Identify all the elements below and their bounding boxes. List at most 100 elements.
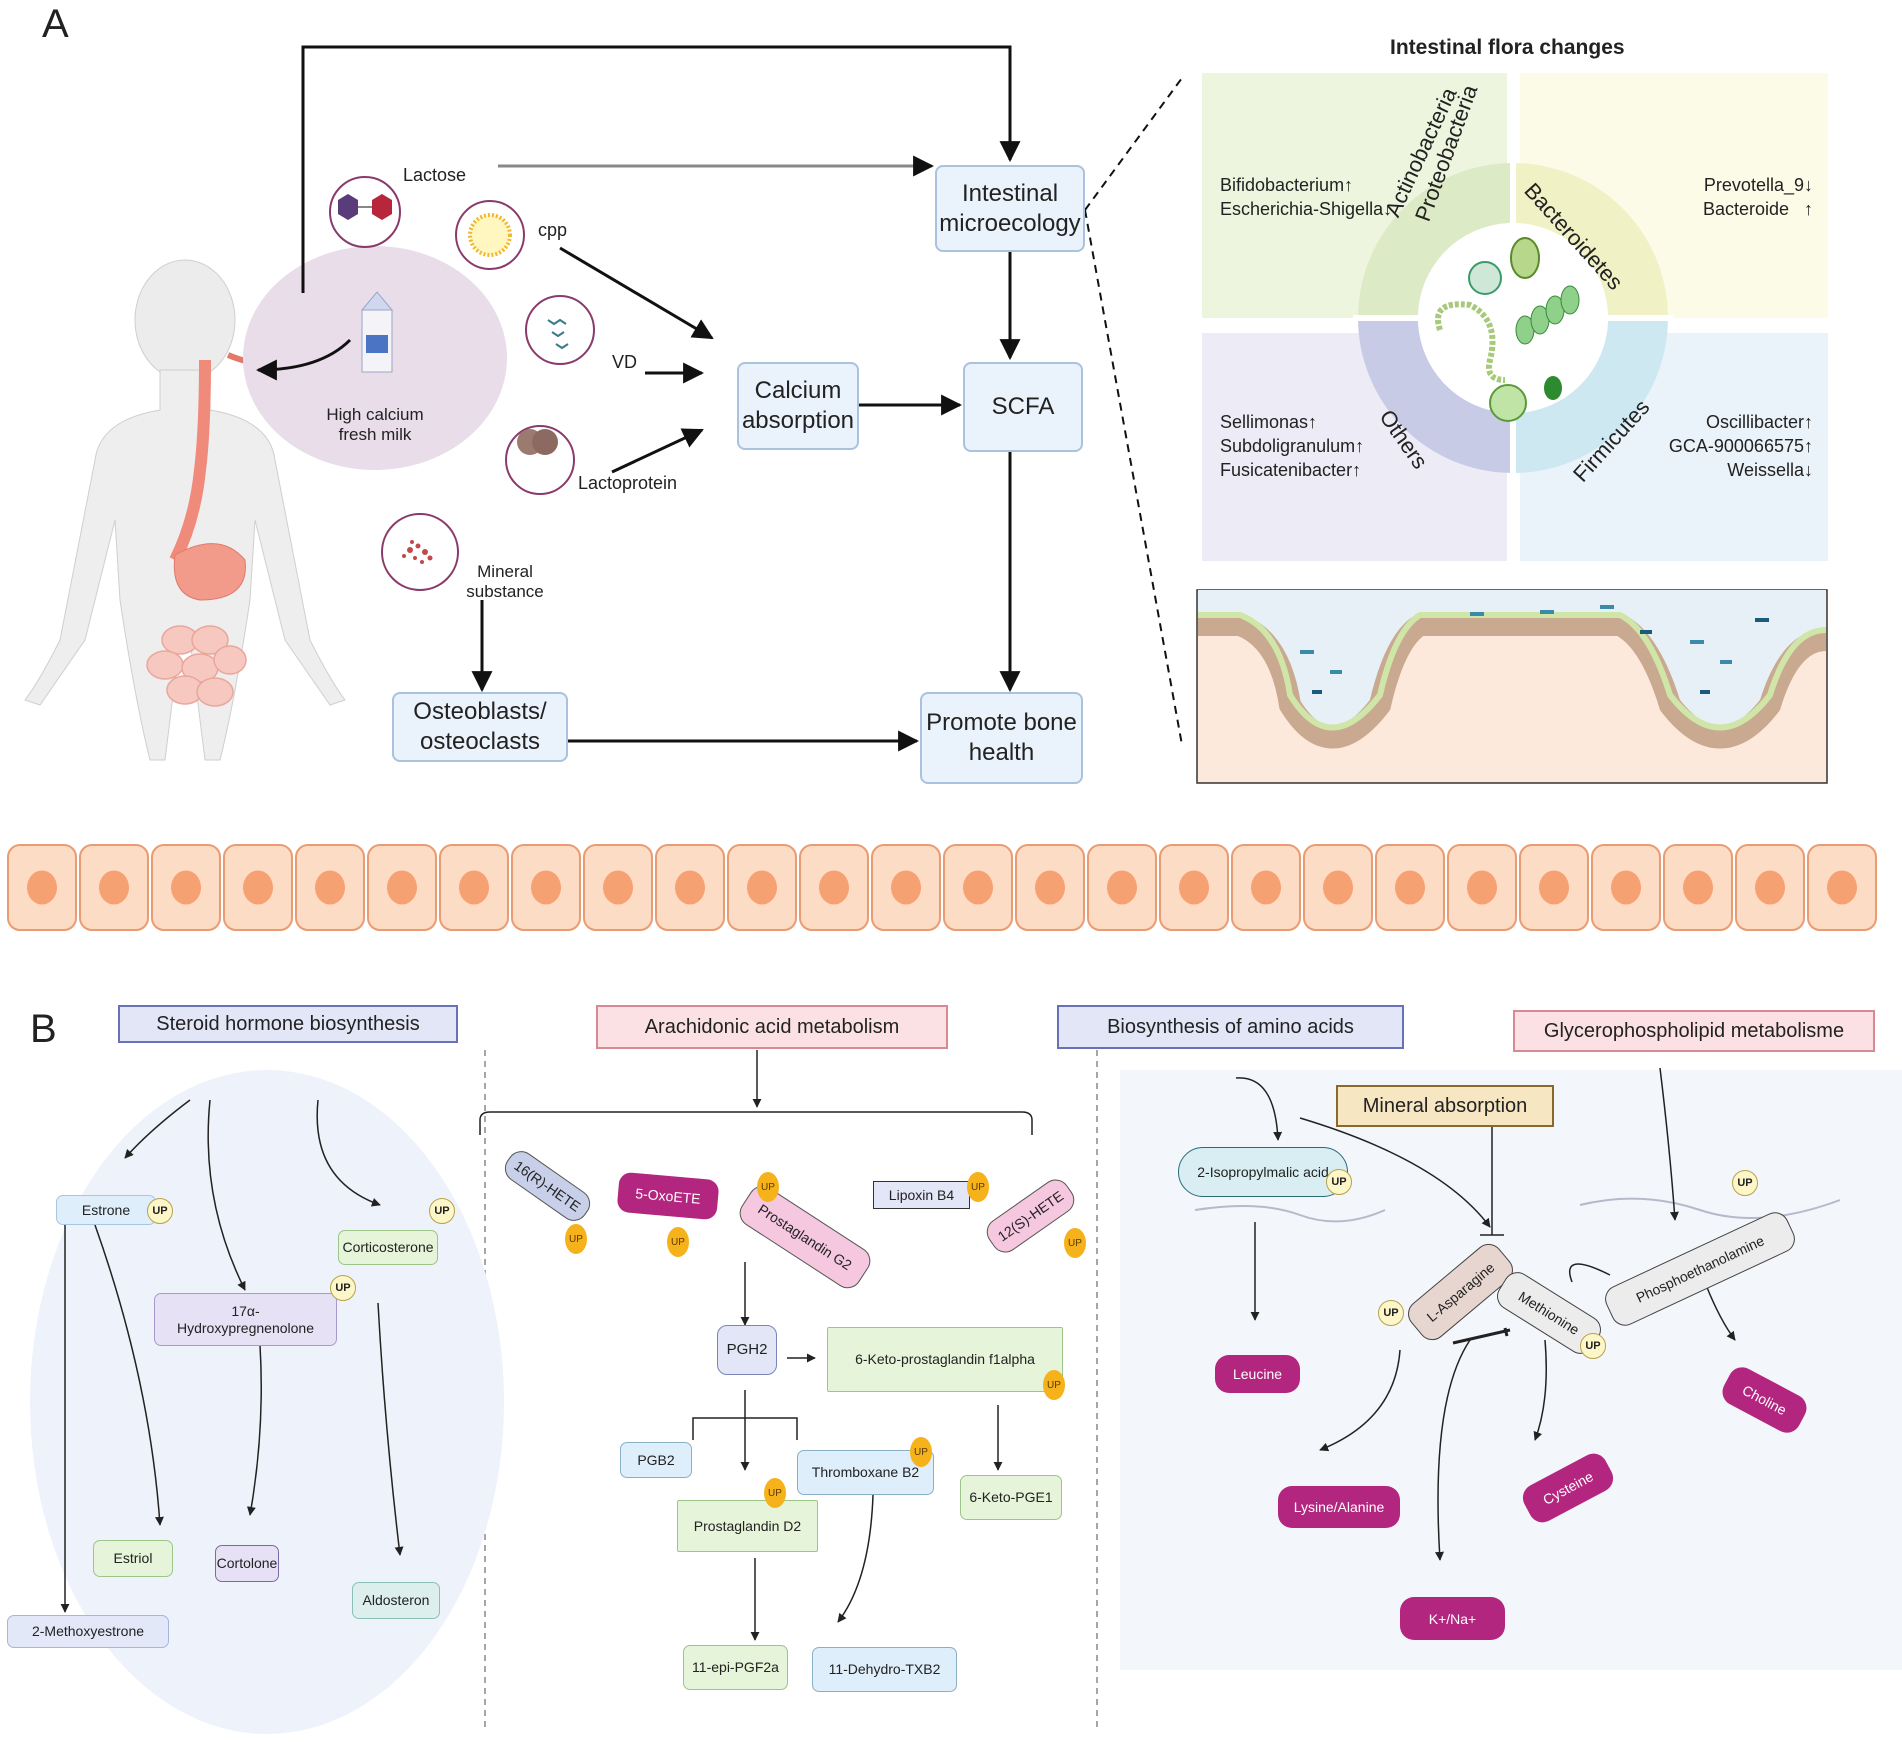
up-badge: UP [910,1437,932,1467]
zoom-line-top [1084,77,1183,211]
lactose-hexagon-icon [372,194,392,220]
cell-nucleus [1827,870,1857,905]
epithelial-cell-strip [7,844,1877,931]
mineral-circle [381,513,459,591]
lactoprotein-icon [532,429,558,455]
node-6-keto-pgf1a: 6-Keto-prostaglandin f1alpha [827,1327,1063,1392]
milk-to-mouth-arrow [255,338,352,381]
node-11-dehydro-txb2: 11-Dehydro-TXB2 [812,1647,957,1692]
stomach [173,543,246,601]
intestinal-villi-illustration [1196,589,1828,784]
intestines [146,625,247,707]
calcium-absorption-box: Calcium absorption [737,362,859,450]
node-lysine-alanine: Lysine/Alanine [1278,1486,1400,1528]
milk-label: High calcium fresh milk [326,405,424,444]
cell-nucleus [1251,870,1281,905]
esophagus [169,359,211,563]
up-badge: UP [1043,1370,1065,1400]
osteoblasts-box: Osteoblasts/ osteoclasts [392,692,568,762]
lactose-label: Lactose [403,165,467,185]
lactose-hexagon-icon [338,194,358,220]
cell-nucleus [1323,870,1353,905]
cpp-label: cpp [538,220,568,240]
node-corticosterone: Corticosterone [338,1230,438,1265]
node-methoxyestrone: 2-Methoxyestrone [7,1615,169,1648]
up-badge: UP [565,1224,587,1254]
up-badge: UP [1580,1333,1606,1359]
cpp-arrow [559,246,714,340]
vd-molecule-icon [547,318,569,350]
cell-nucleus [1395,870,1425,905]
node-pgh2: PGH2 [717,1325,777,1375]
mineral-particles-icon [402,540,433,564]
bacteria-illustrations [1435,237,1580,422]
taxa-bottom-left: Sellimonas↑ Subdoligranulum↑ Fusicatenib… [1220,412,1365,480]
cell-nucleus [891,870,921,905]
cell-nucleus [963,870,993,905]
cell-nucleus [1683,870,1713,905]
up-badge: UP [147,1198,173,1224]
cell-nucleus [27,870,57,905]
cell-nucleus [1035,870,1065,905]
cell-nucleus [99,870,129,905]
cell-nucleus [243,870,273,905]
bone-health-box: Promote bone health [920,692,1083,784]
up-badge: UP [429,1198,455,1224]
up-badge: UP [1378,1300,1404,1326]
lactoprotein-arrow [611,428,704,474]
milk-carton-icon [360,291,394,373]
node-5-oxoete: 5-OxoETE [616,1171,720,1221]
node-leucine: Leucine [1215,1355,1300,1393]
cell-nucleus [1539,870,1569,905]
node-prostaglandin-d2: Prostaglandin D2 [677,1500,818,1552]
node-11-epi-pgf2a: 11-epi-PGF2a [683,1645,788,1690]
cell-nucleus [171,870,201,905]
cell-nucleus [315,870,345,905]
flora-title: Intestinal flora changes [1390,36,1625,59]
pathway-steroid: Steroid hormone biosynthesis [118,1005,458,1043]
up-badge: UP [757,1172,779,1202]
node-aldosteron: Aldosteron [352,1582,440,1619]
top-loop-arrow [301,45,1021,293]
up-badge: UP [667,1227,689,1257]
cell-nucleus [387,870,417,905]
vd-label: VD [612,352,638,372]
vd-circle [525,295,595,365]
node-k-na: K+/Na+ [1400,1597,1505,1640]
panel-a-label: A [42,2,69,46]
cell-nucleus [1611,870,1641,905]
node-estriol: Estriol [93,1540,173,1577]
up-badge: UP [330,1275,356,1301]
node-2-isopropylmalic-acid: 2-Isopropylmalic acid [1178,1147,1348,1197]
flora-ring [1353,158,1673,478]
pathway-mineral-absorption: Mineral absorption [1336,1085,1554,1127]
taxa-bottom-right: Oscillibacter↑ GCA-900066575↑ Weissella↓ [1668,412,1813,480]
cell-nucleus [1467,870,1497,905]
intestinal-microecology-box: Intestinal microecology [935,165,1085,252]
node-cortolone: Cortolone [215,1545,279,1582]
cell-nucleus [1179,870,1209,905]
up-badge: UP [1732,1170,1758,1196]
cell-nucleus [1755,870,1785,905]
taxa-top-right: Prevotella_9↓ Bacteroide ↑ [1702,175,1813,219]
node-estrone: Estrone [56,1195,156,1225]
up-badge: UP [764,1478,786,1508]
mineral-label: Mineral substance [466,562,544,601]
human-body-illustration [24,259,346,761]
cell-nucleus [531,870,561,905]
cell-nucleus [1107,870,1137,905]
pathway-glycerophospholipid: Glycerophospholipid metabolisme [1513,1010,1875,1052]
pathway-amino-acids: Biosynthesis of amino acids [1057,1005,1404,1049]
scfa-box: SCFA [963,362,1083,452]
zoom-line-bottom [1084,209,1183,746]
pathway-arachidonic: Arachidonic acid metabolism [596,1005,948,1049]
cpp-micelle-icon [468,213,512,257]
cell-nucleus [603,870,633,905]
node-6-keto-pge1: 6-Keto-PGE1 [960,1475,1062,1520]
cell-nucleus [747,870,777,905]
cell-nucleus [459,870,489,905]
cell-nucleus [819,870,849,905]
panel-b-label: B [30,1007,57,1051]
